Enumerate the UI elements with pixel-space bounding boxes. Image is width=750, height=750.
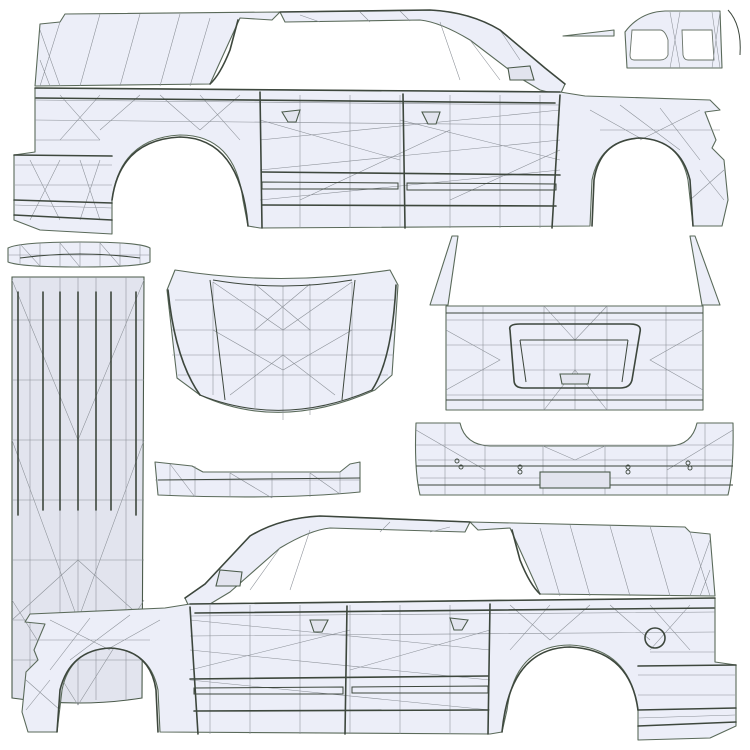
door-frame xyxy=(624,10,723,69)
rear-bumper xyxy=(414,422,734,496)
side-panel-bottom xyxy=(21,515,737,741)
mesh-lines xyxy=(14,10,725,228)
door-handle-rear xyxy=(281,109,301,123)
small-trim-strip xyxy=(562,29,615,37)
front-fascia-strip xyxy=(154,461,361,499)
seams-top xyxy=(13,9,694,229)
roof-spoiler xyxy=(7,241,151,268)
roof-ribs xyxy=(17,291,137,516)
door-handle-front xyxy=(421,111,441,125)
side-mirror-mount xyxy=(507,65,535,81)
parking-sensor-dots xyxy=(454,458,693,475)
license-plate-recess xyxy=(508,323,642,389)
hood xyxy=(166,269,399,420)
roof-panel xyxy=(11,276,145,706)
side-panel-top xyxy=(13,9,729,235)
fuel-door xyxy=(644,627,666,649)
tailgate xyxy=(429,235,721,411)
rear-quarter-window-frame xyxy=(34,11,281,87)
roof-rail xyxy=(279,9,566,96)
side-body-main xyxy=(13,87,729,235)
curved-trim-arc xyxy=(727,9,741,56)
